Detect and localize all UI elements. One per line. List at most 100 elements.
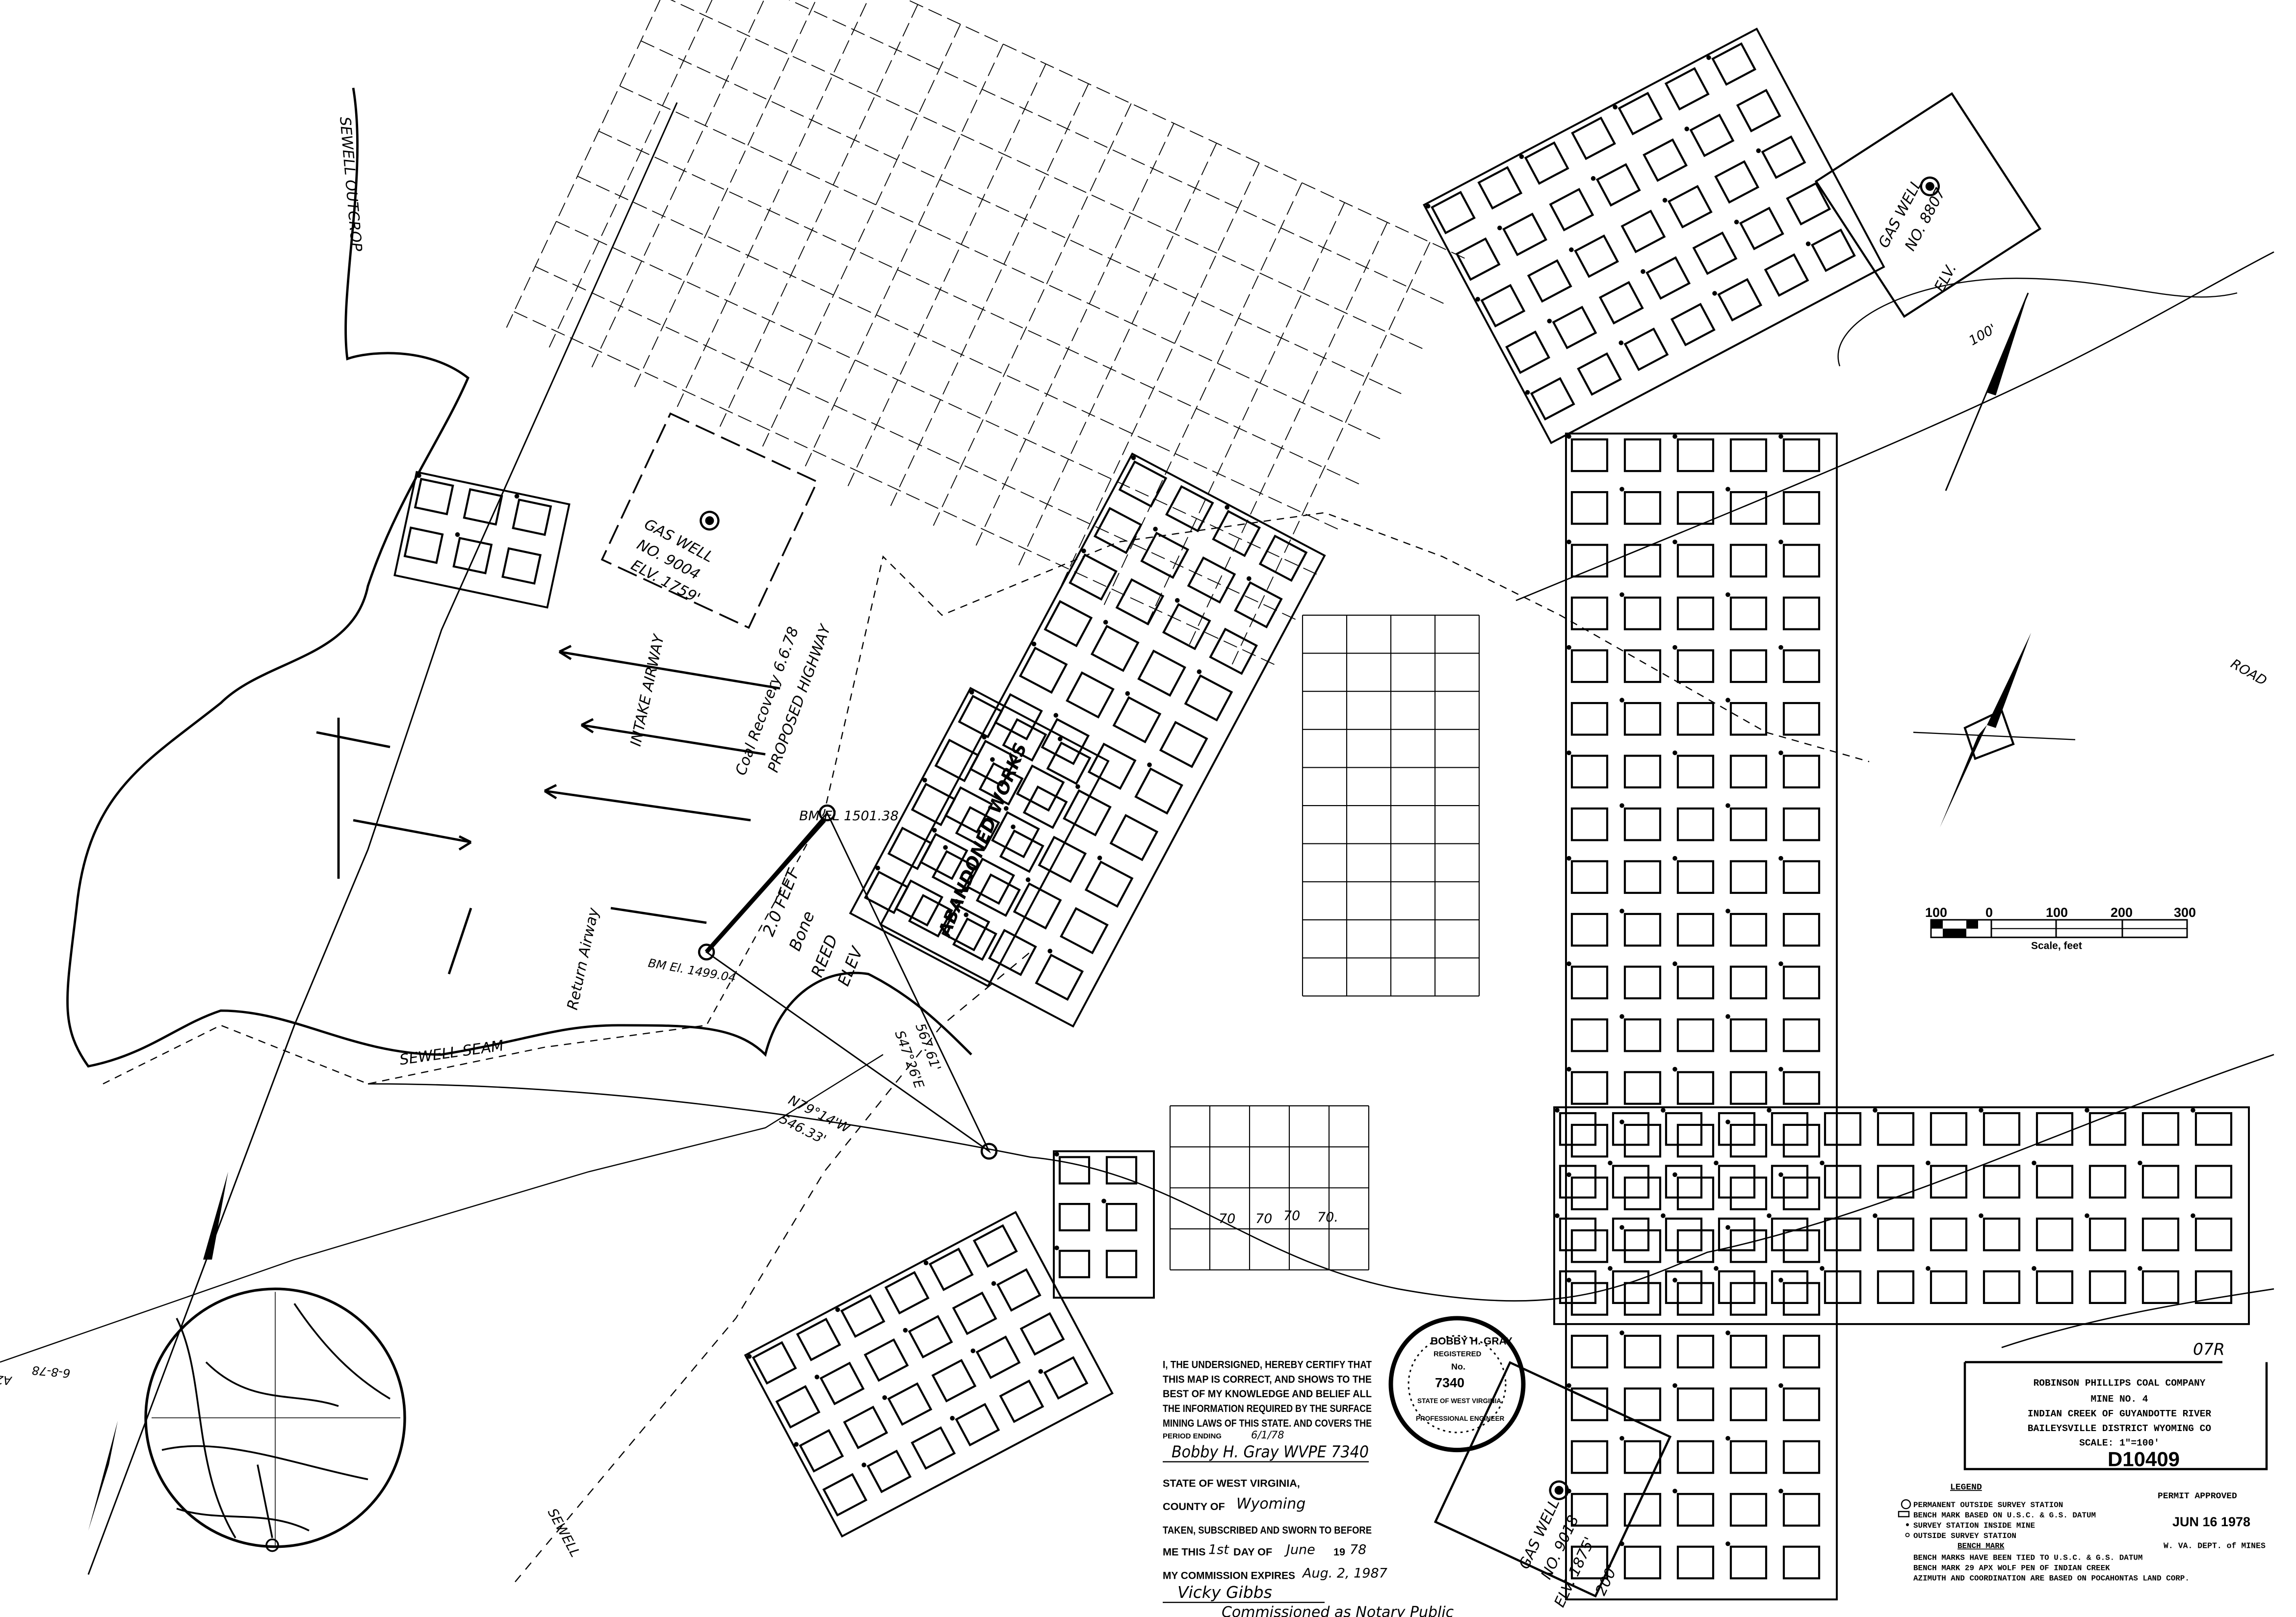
empty-survey-grids (1169, 614, 1480, 1271)
gas-well-2-line3: ELV. (1931, 261, 1960, 295)
survey-station (1566, 539, 1571, 545)
coal-pillar (1782, 860, 1821, 894)
coal-pillar (1552, 306, 1597, 349)
survey-station (1225, 505, 1229, 510)
survey-station (1662, 198, 1668, 203)
coal-pillar (1824, 1270, 1862, 1304)
coal-pillar (796, 1318, 841, 1361)
survey-station (1756, 148, 1761, 154)
coal-pillar (1676, 1493, 1715, 1527)
coal-pillar (2141, 1165, 2180, 1199)
survey-station (1131, 455, 1136, 460)
cert-day: 1st (1208, 1542, 1229, 1558)
survey-station (1555, 1213, 1560, 1218)
coal-pillar (1134, 767, 1183, 815)
coal-pillar (1019, 1312, 1065, 1356)
survey-station (1619, 592, 1624, 597)
grid-line (704, 0, 1465, 259)
survey-station (1566, 1383, 1571, 1388)
coal-pillar (1718, 1112, 1756, 1146)
coal-pillar (908, 894, 953, 938)
certification-block: I, THE UNDERSIGNED, HEREBY CERTIFY THAT … (1163, 1359, 1454, 1617)
coal-pillar (978, 762, 1024, 806)
coal-pillar (1676, 807, 1715, 841)
coal-pillar (1570, 1018, 1609, 1052)
coal-pillar (1782, 913, 1821, 947)
coal-pillar (1066, 671, 1115, 719)
survey-station (1608, 1266, 1613, 1271)
survey-station (1246, 576, 1252, 581)
surface-property-grid (505, 0, 1465, 667)
survey-station (1097, 856, 1102, 861)
coal-pillar (1782, 807, 1821, 841)
coal-pillar (1559, 1112, 1597, 1146)
sewell-bottom-label: SEWELL (545, 1506, 583, 1560)
sewell-outcrop-label: SEWELL OUTCROP (336, 116, 365, 252)
coal-pillar (1527, 259, 1572, 303)
corner-date: 6-8-78 (31, 1363, 71, 1381)
coal-pillar (1212, 510, 1261, 557)
coal-pillar (1570, 1493, 1609, 1527)
seal-number-label: No. (1451, 1361, 1465, 1371)
coal-pillar (884, 1271, 930, 1315)
coal-pillar (1159, 721, 1208, 768)
survey-station (455, 532, 460, 537)
survey-station (1566, 1172, 1571, 1177)
survey-station (1031, 641, 1037, 647)
coal-pillar (2088, 1270, 2127, 1304)
grid-line (535, 266, 1296, 620)
seal-name: BOBBY H. GRAY (1431, 1336, 1513, 1347)
coal-pillar (1612, 1217, 1650, 1252)
coal-pillar (988, 929, 1037, 976)
legend-note: BENCH MARK 29 APX WOLF PEN OF INDIAN CRE… (1913, 1564, 2110, 1572)
survey-station (1075, 784, 1080, 789)
grid-line (505, 0, 705, 331)
title-block: ROBINSON PHILLIPS COAL COMPANY MINE NO. … (1963, 1361, 2268, 1470)
survey-station (1047, 948, 1052, 954)
grid-line (676, 0, 876, 410)
survey-station (970, 1348, 976, 1354)
survey-station (991, 1281, 996, 1286)
seam-bone: Bone (785, 908, 818, 953)
coal-pillar (2194, 1217, 2233, 1252)
coal-pillar (1729, 649, 1768, 683)
coal-pillar (1002, 718, 1047, 762)
cert-commission: MY COMMISSION EXPIRES (1163, 1569, 1295, 1581)
coal-pillar (1782, 491, 1821, 525)
coal-pillar (1771, 1112, 1809, 1146)
outside-station-icon (1905, 1533, 1910, 1538)
survey-station (1641, 269, 1645, 274)
southwest-section-outline (744, 1211, 1114, 1538)
survey-station (2032, 1266, 2036, 1271)
grid-line (590, 0, 790, 370)
intake-airway-label: INTAKE AIRWAY (627, 632, 668, 748)
survey-station (1672, 1172, 1677, 1177)
survey-station (1778, 1067, 1783, 1072)
coal-pillar (1665, 1112, 1703, 1146)
grid-line (932, 103, 1132, 529)
coal-pillar (1782, 544, 1821, 578)
survey-station (1672, 750, 1677, 756)
mine-workings (393, 27, 2250, 1601)
cert-month: June (1284, 1542, 1315, 1558)
engineer-signature: Bobby H. Gray WVPE 7340 (1172, 1442, 1369, 1461)
coal-pillar (1729, 755, 1768, 789)
survey-station (1566, 856, 1571, 861)
coal-pillar (1084, 861, 1134, 908)
coal-pillar (1105, 1156, 1138, 1185)
coal-pillar (1612, 1112, 1650, 1146)
sewell-seam-label: SEWELL SEAM (398, 1037, 505, 1069)
coal-pillar (999, 829, 1044, 873)
coal-pillar (994, 693, 1043, 741)
coal-pillar (1623, 1229, 1662, 1263)
survey-station (1734, 219, 1739, 225)
coal-pillar (1570, 1387, 1609, 1421)
coal-pillar (1570, 860, 1609, 894)
cert-day-of: DAY OF (1233, 1546, 1272, 1558)
coal-pillar (1093, 507, 1143, 554)
coal-pillar (863, 870, 909, 914)
coal-pillar (1786, 182, 1831, 226)
airway-arrows (316, 645, 781, 975)
coal-pillar (843, 1406, 888, 1449)
coal-pillar (972, 1224, 1018, 1268)
